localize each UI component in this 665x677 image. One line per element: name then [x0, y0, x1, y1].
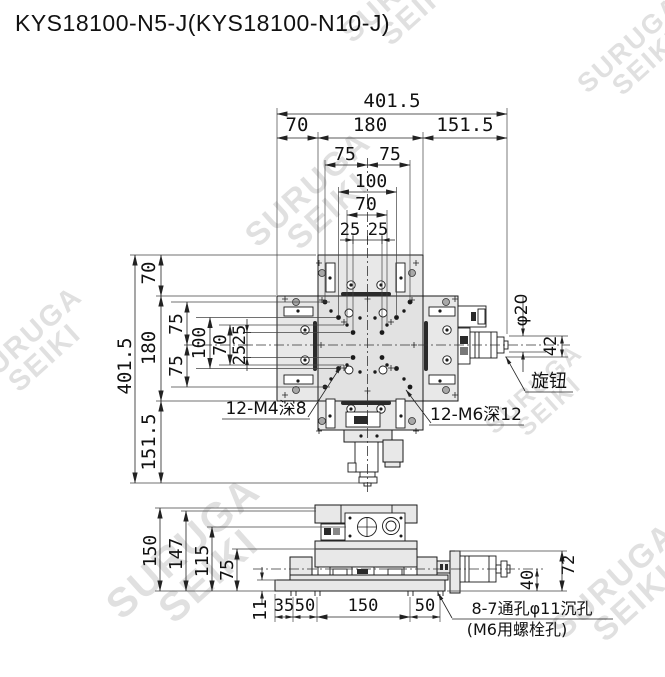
dim-plan-v75-bottom: 75: [166, 355, 187, 377]
dim-front-75: 75: [217, 559, 238, 581]
page-title: KYS18100-N5-J(KYS18100-N10-J): [15, 10, 391, 36]
dim-plan-100: 100: [355, 171, 388, 192]
front-base-plate: [274, 579, 446, 592]
x-axis-knob-assembly: [457, 305, 509, 365]
m4-tap-holes: [329, 309, 406, 381]
dim-front-150: 150: [140, 535, 161, 568]
dim-plan-v151-5: 151.5: [138, 413, 160, 470]
dim-front-35: 35: [274, 596, 294, 616]
dim-front-50a: 50: [295, 596, 315, 616]
dim-plan-75-right: 75: [379, 144, 401, 165]
plan-view: [276, 254, 509, 487]
table-surface: [317, 295, 424, 402]
front-sub-plate: [289, 574, 449, 581]
dim-front-72: 72: [559, 555, 579, 575]
dim-plan-v180: 180: [138, 331, 160, 365]
bottom-arm-detail: [316, 398, 419, 434]
label-knob: 旋钮: [531, 371, 567, 392]
dim-front-40: 40: [518, 570, 538, 590]
dim-plan-v75-top: 75: [166, 313, 187, 335]
dim-plan-v25-top: 25: [230, 325, 250, 345]
left-arm-detail: [282, 296, 317, 398]
dim-knob-diameter: φ20: [512, 294, 532, 327]
extension-lines: [130, 108, 568, 622]
dim-plan-25-right: 25: [368, 220, 388, 240]
dim-plan-75-left: 75: [334, 144, 356, 165]
dim-plan-70: 70: [286, 114, 309, 136]
dim-front-11: 11: [250, 599, 271, 621]
label-m6-holes: 12-M6深12: [430, 405, 522, 425]
dim-plan-70-inner: 70: [355, 194, 377, 215]
dimension-lines: [132, 111, 565, 620]
y-axis-knob-assembly: [343, 429, 404, 487]
dim-plan-180: 180: [353, 114, 387, 136]
dim-front-150b: 150: [348, 596, 379, 616]
dim-plan-total-width: 401.5: [363, 90, 420, 112]
dim-knob-42: 42: [541, 336, 561, 356]
dim-plan-v70: 70: [138, 262, 160, 285]
dim-front-147: 147: [166, 538, 187, 571]
dim-plan-total-height: 401.5: [114, 337, 136, 394]
label-bolt-holes: (M6用螺栓孔): [467, 620, 567, 639]
dim-front-115: 115: [192, 545, 213, 578]
front-rail-blocks: [317, 566, 418, 576]
dim-plan-v25-bottom: 25: [230, 345, 250, 365]
front-view: [274, 504, 511, 596]
right-arm-detail: [424, 296, 458, 398]
front-middle-block: [314, 540, 418, 568]
label-through-holes: 8-7通孔φ11沉孔: [471, 599, 592, 618]
dim-plan-v100: 100: [189, 327, 210, 360]
leader-lines: [222, 356, 613, 620]
dim-plan-v70-inner: 70: [210, 334, 231, 356]
label-m4-holes: 12-M4深8: [225, 399, 306, 419]
front-carriage: [320, 512, 406, 542]
front-left-step: [289, 556, 313, 576]
dim-front-50b: 50: [415, 596, 435, 616]
dim-plan-25-left: 25: [340, 220, 360, 240]
dim-plan-151-5: 151.5: [436, 114, 493, 136]
